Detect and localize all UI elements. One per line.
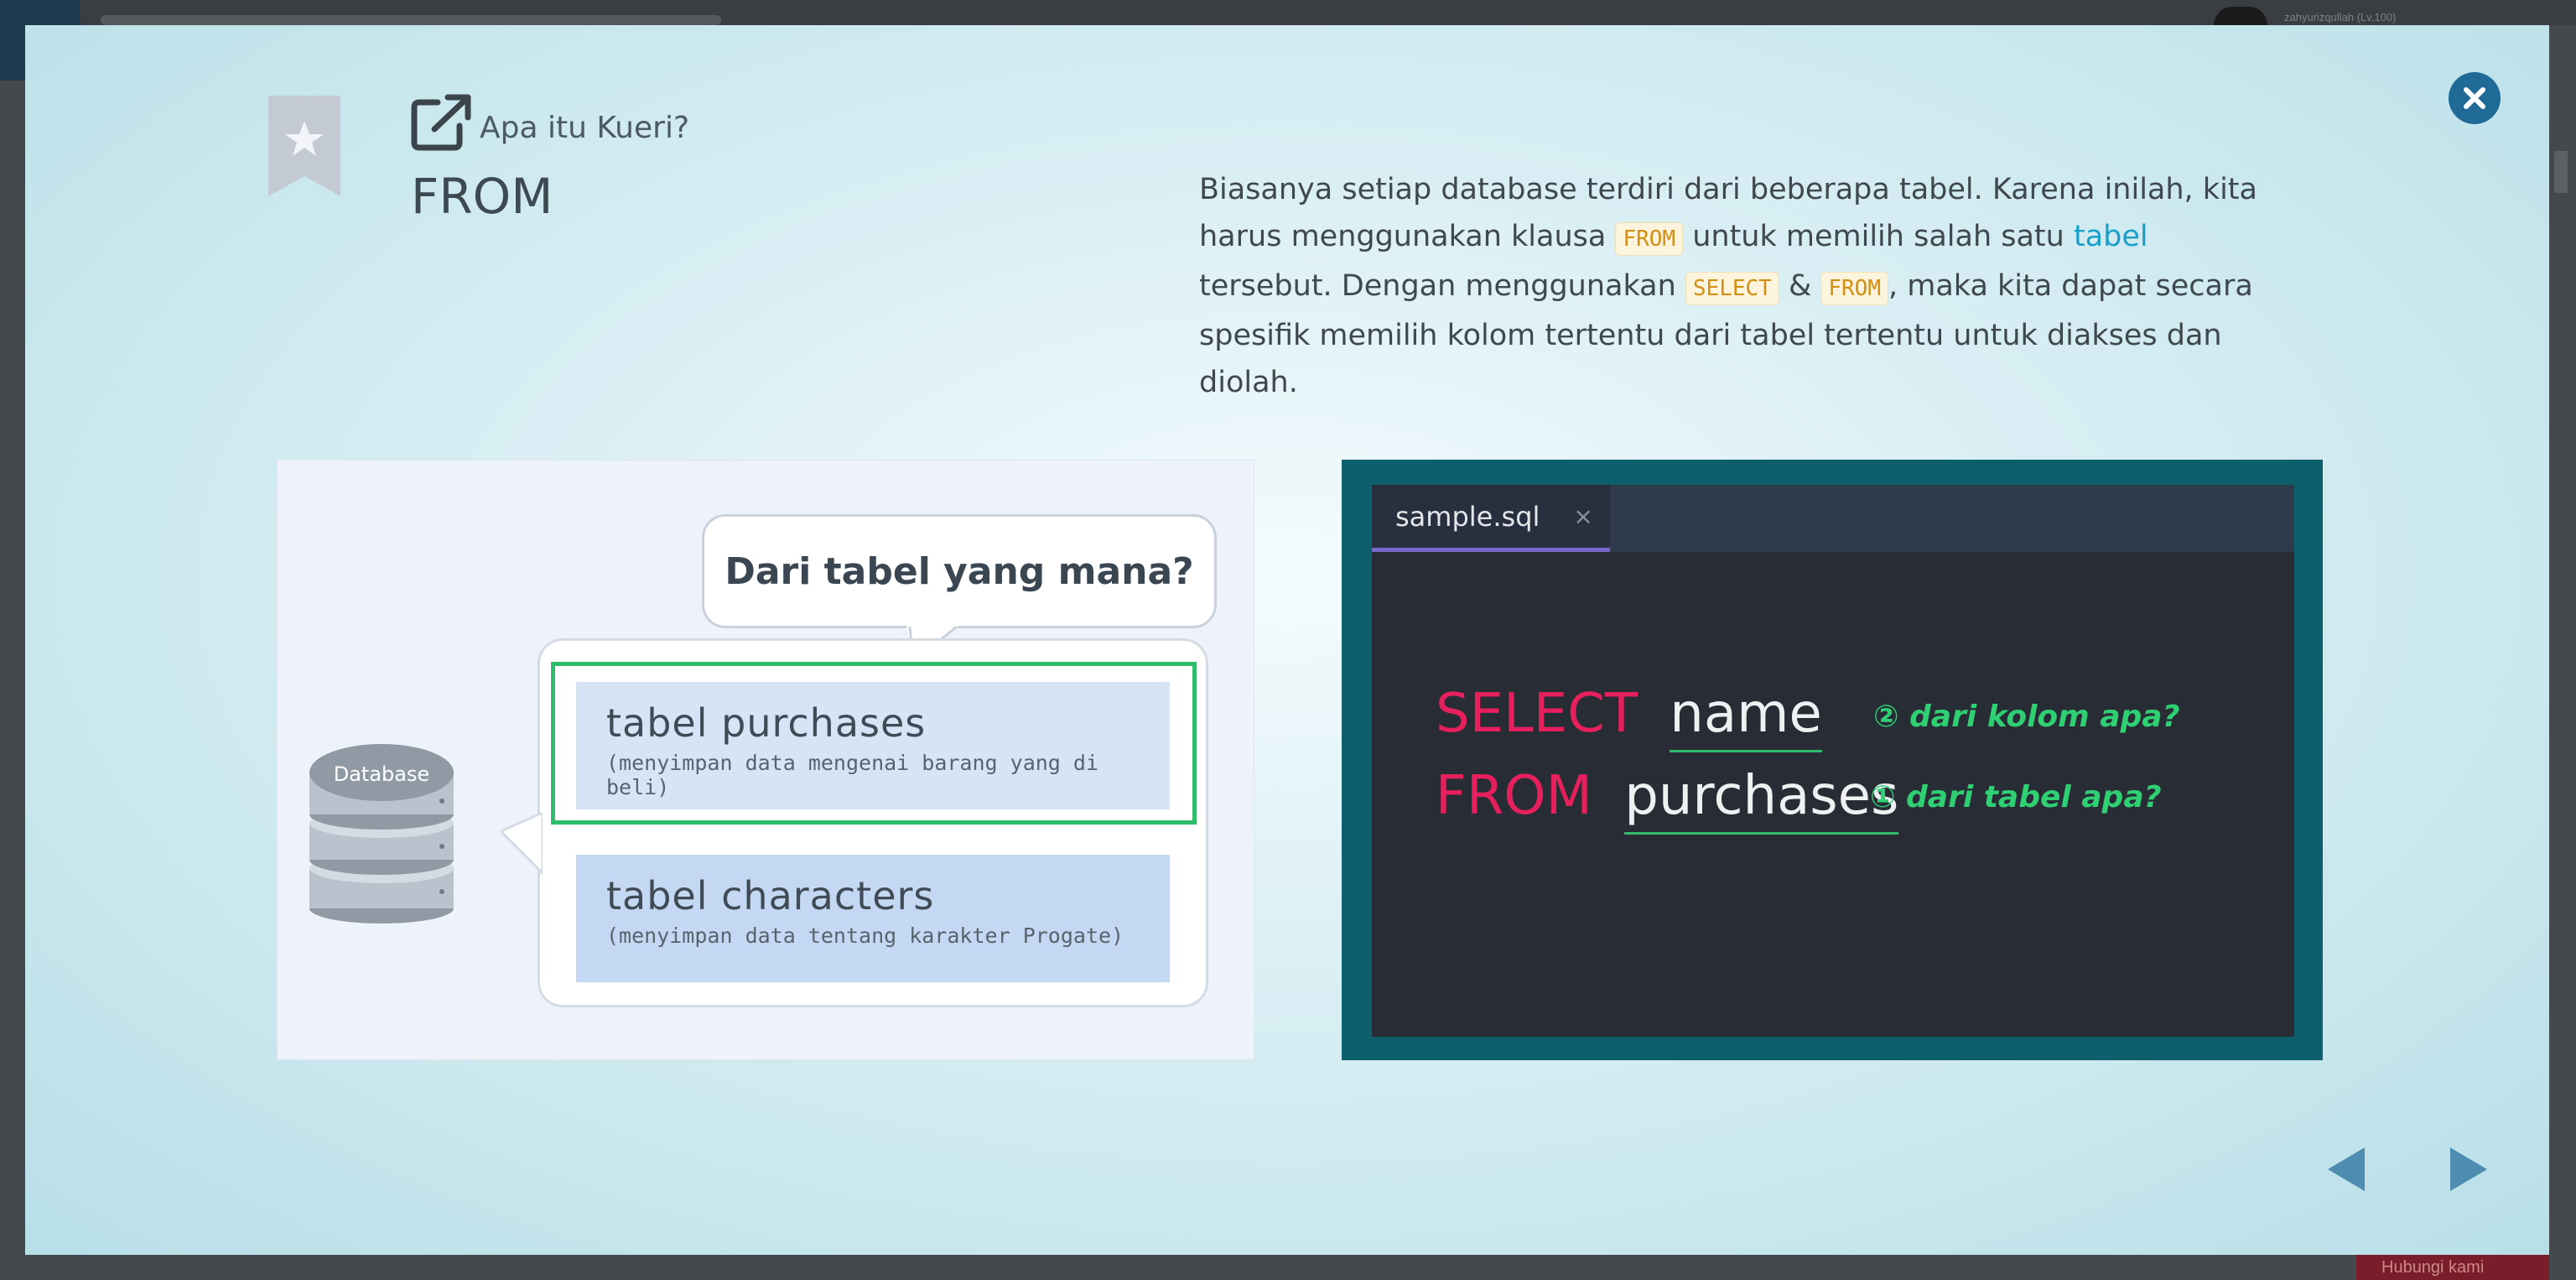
sql-identifier: name <box>1670 683 1822 752</box>
background-search-bar <box>101 15 721 25</box>
selected-table-frame <box>551 662 1197 825</box>
question-bubble: Dari tabel yang mana? <box>702 514 1217 628</box>
page-title: FROM <box>411 168 553 225</box>
avatar <box>2214 7 2267 25</box>
database-icon: Database <box>309 744 454 924</box>
description-text: tersebut. Dengan menggunakan <box>1199 269 1685 303</box>
table-description: (menyimpan data mengenai barang yang di … <box>606 751 1098 799</box>
background-scrollbar <box>2554 151 2568 193</box>
hint-column: ② dari kolom apa? <box>1873 700 2180 734</box>
bookmark-star-icon[interactable] <box>268 96 340 196</box>
tab-label: sample.sql <box>1395 500 1540 533</box>
description-text: Biasanya setiap database terdiri dari be… <box>1199 173 2257 253</box>
sql-keyword: SELECT <box>1436 683 1638 745</box>
table-description: (menyimpan data tentang karakter Progate… <box>606 924 1124 948</box>
prev-arrow-icon[interactable] <box>2328 1147 2365 1191</box>
description-text: untuk memilih salah satu <box>1683 220 2074 253</box>
database-label: Database <box>334 762 430 786</box>
code-chip-from: FROM <box>1820 272 1888 305</box>
sql-line-select: SELECT name <box>1436 683 1822 752</box>
code-chip-from: FROM <box>1615 222 1684 256</box>
close-button[interactable] <box>2449 72 2501 124</box>
description-text: & <box>1779 269 1821 303</box>
glossary-link-tabel[interactable]: tabel <box>2073 220 2148 253</box>
close-icon <box>2464 87 2485 109</box>
slide-description: Biasanya setiap database terdiri dari be… <box>1199 166 2289 406</box>
editor-tab-bar: sample.sql × <box>1372 485 2294 552</box>
table-name: tabel purchases <box>606 700 927 746</box>
database-illustration: Dari tabel yang mana? tabel purchases (m… <box>277 460 1254 1060</box>
description-text: , maka kita dapat secara spesifik memili… <box>1199 269 2253 399</box>
table-name: tabel characters <box>606 873 935 918</box>
close-icon[interactable]: × <box>1573 502 1593 530</box>
background-user-name: zahyurizqullah (Lv.100) <box>2284 11 2397 23</box>
slide-subtitle: Apa itu Kueri? <box>480 111 690 145</box>
tab-sample-sql[interactable]: sample.sql × <box>1372 485 1610 552</box>
table-item-purchases: tabel purchases (menyimpan data mengenai… <box>576 682 1170 809</box>
external-link-icon[interactable] <box>411 92 473 151</box>
code-editor: sample.sql × SELECT name ② dari kolom ap… <box>1372 485 2294 1037</box>
code-chip-select: SELECT <box>1685 272 1779 305</box>
hint-table: ① dari tabel apa? <box>1870 780 2162 814</box>
contact-button: Hubungi kami <box>2356 1255 2549 1280</box>
sql-identifier: purchases <box>1624 765 1899 835</box>
next-arrow-icon[interactable] <box>2450 1147 2487 1191</box>
code-example-panel: sample.sql × SELECT name ② dari kolom ap… <box>1342 460 2323 1060</box>
table-bubble-tail <box>501 813 543 876</box>
sql-line-from: FROM purchases <box>1436 765 1899 835</box>
slide-modal: Apa itu Kueri? FROM Biasanya setiap data… <box>25 25 2549 1255</box>
table-item-characters: tabel characters (menyimpan data tentang… <box>576 855 1170 982</box>
sql-keyword: FROM <box>1436 765 1592 827</box>
